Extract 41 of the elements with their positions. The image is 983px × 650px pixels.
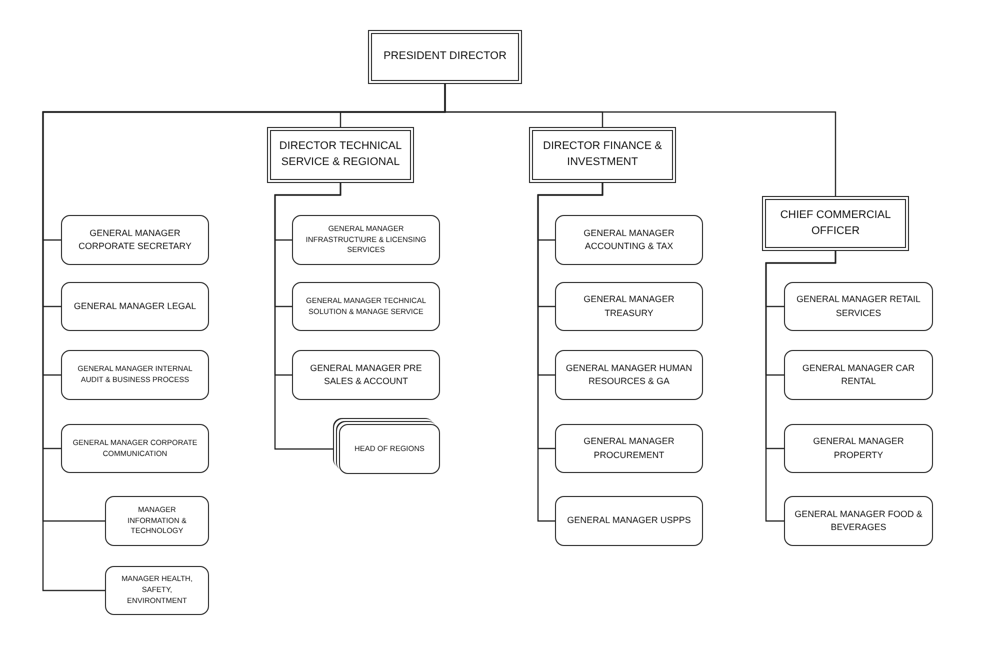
position-box (555, 424, 703, 473)
position-box (292, 350, 440, 400)
position-title: GENERAL MANAGER CAR RENTAL (801, 362, 916, 388)
position-title: GENERAL MANAGER CORPORATE SECRETARY (77, 226, 193, 253)
position-box (61, 424, 209, 473)
position-title: GENERAL MANAGER RETAIL SERVICES (795, 293, 922, 320)
position-box (529, 127, 676, 183)
position-box (61, 282, 209, 331)
position-box (555, 496, 703, 546)
connector-line (274, 183, 342, 450)
connector-line (765, 251, 836, 522)
position-box (555, 350, 703, 400)
position-title: PRESIDENT DIRECTOR (383, 49, 507, 64)
position-box (784, 350, 933, 400)
position-title: GENERAL MANAGER HUMAN RESOURCES & GA (564, 362, 694, 388)
position-box (555, 215, 703, 265)
position-title: DIRECTOR TECHNICAL SERVICE & REGIONAL (279, 139, 402, 170)
position-box (784, 282, 933, 331)
position-title: GENERAL MANAGER FOOD & BEVERAGES (794, 508, 924, 534)
position-box (555, 282, 703, 331)
position-title: GENERAL MANAGER PRE SALES & ACCOUNT (309, 362, 423, 388)
position-box (292, 282, 440, 331)
position-title: CHIEF COMMERCIAL OFFICER (779, 208, 892, 238)
position-title: GENERAL MANAGER PROCUREMENT (582, 435, 676, 462)
position-title: GENERAL MANAGER LEGAL (74, 300, 196, 313)
position-box (267, 127, 414, 183)
connector-line (537, 183, 604, 522)
position-title: GENERAL MANAGER TREASURY (582, 293, 676, 320)
position-box (61, 215, 209, 265)
position-box (784, 496, 933, 546)
position-box (105, 496, 209, 546)
position-box (762, 196, 909, 251)
position-title: GENERAL MANAGER PROPERTY (812, 435, 905, 462)
position-title: GENERAL MANAGER ACCOUNTING & TAX (582, 226, 676, 253)
position-box (105, 566, 209, 615)
position-box (784, 424, 933, 473)
position-title: GENERAL MANAGER USPPS (567, 514, 691, 528)
position-box (61, 350, 209, 400)
position-box (292, 215, 440, 265)
position-box (368, 30, 522, 84)
position-title: DIRECTOR FINANCE & INVESTMENT (542, 139, 663, 170)
